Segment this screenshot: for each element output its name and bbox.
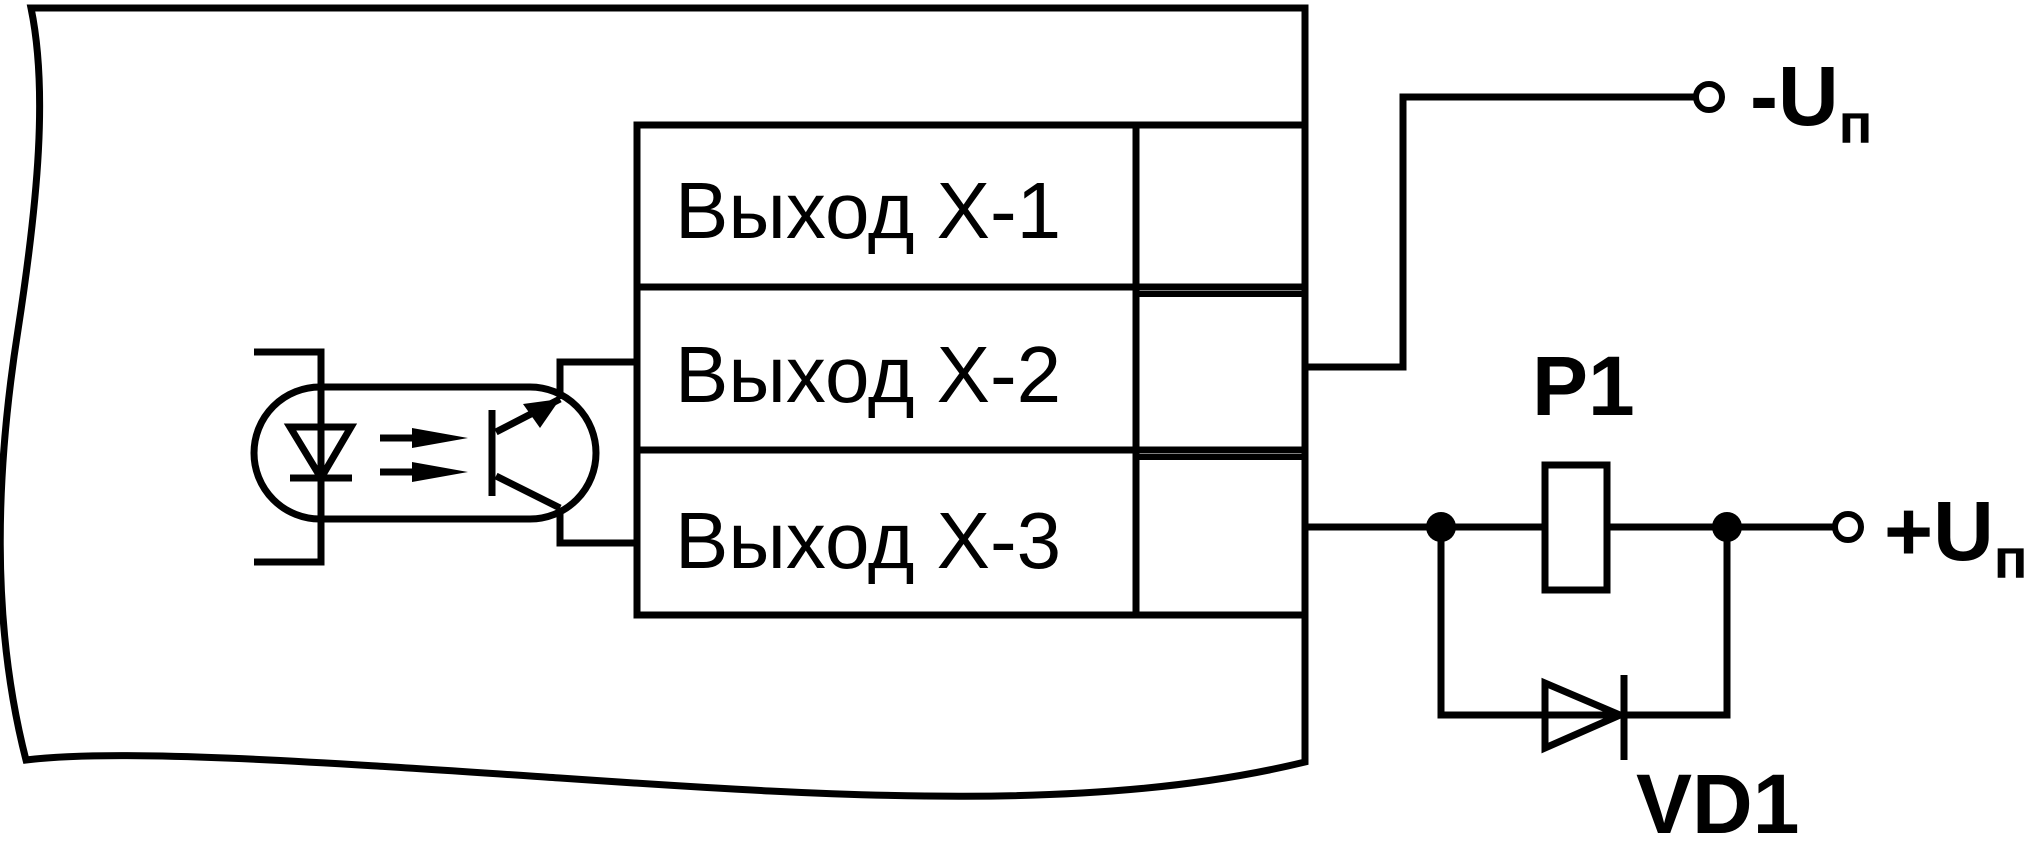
terminal-label-x1: Выход Х-1 [675,166,1061,255]
negative-supply-wire [1305,93,1695,371]
optocoupler-body [250,383,600,523]
positive-supply-label: +Uп [1884,484,2028,590]
diode-branch-left [1437,527,1545,719]
terminal-label-x2: Выход Х-2 [675,330,1061,419]
device-enclosure [0,4,1309,800]
negative-supply-label: -Uп [1750,49,1872,155]
negative-supply-circuit: -Uп [1305,49,1872,371]
negative-supply-terminal [1693,81,1725,113]
emitter-lead [556,508,637,547]
led-icon [283,423,358,485]
led-leads [254,348,325,566]
terminal-block: Выход Х-1 Выход Х-2 Выход Х-3 [633,121,1309,619]
diode-branch-right [1624,527,1731,719]
phototransistor-icon [488,395,562,512]
collector-lead [556,358,637,399]
relay-coil [1541,461,1611,594]
positive-supply-circuit: P1 VD1 +Uп [1305,339,2028,851]
enclosure-outline [0,4,1309,800]
light-arrows-icon [380,428,468,482]
optocoupler [250,348,637,566]
diode-label: VD1 [1636,757,1799,851]
positive-supply-terminal [1832,511,1864,543]
diode-icon [1541,675,1629,760]
relay-label: P1 [1532,339,1635,433]
terminal-label-x3: Выход Х-3 [675,496,1061,585]
